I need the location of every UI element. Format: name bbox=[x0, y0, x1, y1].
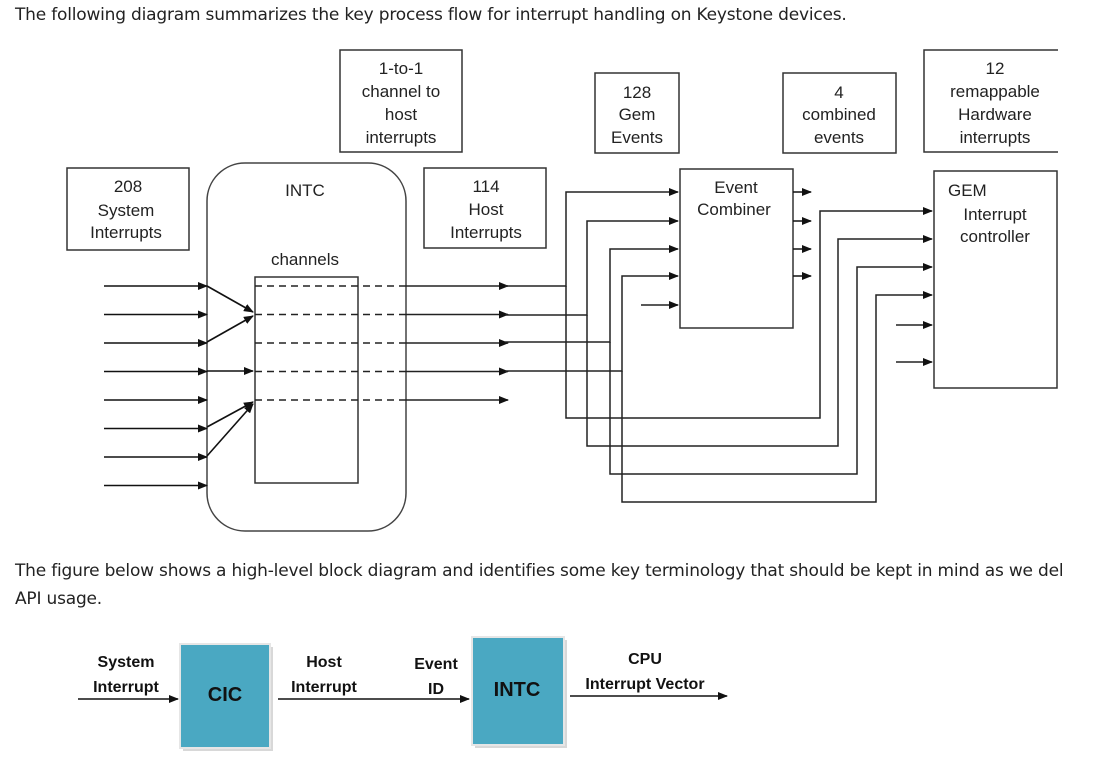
label-line: Gem bbox=[619, 105, 656, 124]
label-line: CPU bbox=[628, 651, 662, 668]
route-line bbox=[621, 291, 933, 503]
label-line: Events bbox=[611, 128, 663, 147]
label-line: System bbox=[98, 201, 155, 220]
label-line: GEM bbox=[948, 181, 987, 200]
label-line: Host bbox=[306, 654, 342, 671]
label-line: Event bbox=[714, 178, 758, 197]
gem-interrupt-controller-block: GEM Interrupt controller bbox=[933, 170, 1058, 389]
system-interrupts-label-box: 208 System Interrupts bbox=[66, 167, 190, 251]
label-line: 1-to-1 bbox=[379, 59, 423, 78]
event-combiner-block: Event Combiner bbox=[679, 168, 794, 329]
channel-mapping-lines bbox=[206, 285, 254, 457]
label-line: Host bbox=[469, 200, 504, 219]
label-line: Interrupt Vector bbox=[585, 676, 704, 693]
label-line: Interrupt bbox=[93, 679, 159, 696]
mapping-line bbox=[206, 285, 254, 313]
route-line bbox=[609, 263, 933, 475]
route-line bbox=[505, 188, 679, 287]
gem-events-label-box: 128 Gem Events bbox=[594, 72, 680, 154]
label-line: ID bbox=[428, 681, 444, 698]
label-line: interrupts bbox=[366, 128, 437, 147]
label-line: controller bbox=[960, 227, 1030, 246]
label-line: Interrupt bbox=[291, 679, 357, 696]
channels-title: channels bbox=[271, 250, 339, 269]
label-line: host bbox=[385, 105, 417, 124]
intc-label: INTC bbox=[494, 679, 541, 701]
figure-intro-paragraph: The figure below shows a high-level bloc… bbox=[15, 557, 1064, 613]
host-interrupt-lines bbox=[255, 282, 509, 404]
cic-label: CIC bbox=[208, 684, 242, 706]
label-line: combined bbox=[802, 105, 876, 124]
intc-block bbox=[471, 636, 565, 746]
label-line: interrupts bbox=[960, 128, 1031, 147]
paragraph-line: The figure below shows a high-level bloc… bbox=[15, 561, 1064, 581]
label-line: Interrupt bbox=[963, 205, 1027, 224]
label-line: remappable bbox=[950, 82, 1040, 101]
label-line: channel to bbox=[362, 82, 440, 101]
terminology-block-diagram: System Interrupt CIC Host Interrupt Even… bbox=[78, 636, 728, 751]
intro-paragraph: The following diagram summarizes the key… bbox=[15, 5, 847, 25]
cic-block bbox=[179, 643, 271, 749]
channel-mapping-label-box: 1-to-1 channel to host interrupts bbox=[339, 49, 463, 153]
channels-box bbox=[254, 276, 359, 484]
label-line: events bbox=[814, 128, 864, 147]
intc-title: INTC bbox=[285, 181, 325, 200]
system-interrupt-inputs bbox=[104, 282, 208, 490]
mapping-line bbox=[206, 403, 254, 457]
label-line: System bbox=[98, 654, 155, 671]
label-line: 114 bbox=[472, 177, 499, 196]
label-line: 4 bbox=[834, 83, 843, 102]
label-line: 208 bbox=[114, 177, 142, 196]
label-line: Combiner bbox=[697, 200, 771, 219]
routing-lines bbox=[505, 188, 933, 503]
combined-events-label-box: 4 combined events bbox=[782, 72, 897, 154]
label-line: 128 bbox=[623, 83, 651, 102]
hw-interrupts-label-box: 12 remappable Hardware interrupts bbox=[923, 49, 1058, 153]
mapping-line bbox=[206, 401, 254, 428]
label-line: Event bbox=[414, 656, 458, 673]
route-line bbox=[505, 245, 679, 343]
label-line: Hardware bbox=[958, 105, 1032, 124]
route-line bbox=[586, 235, 933, 447]
route-line bbox=[565, 207, 933, 419]
host-interrupts-label-box: 114 Host Interrupts bbox=[423, 167, 547, 249]
label-line: 12 bbox=[986, 59, 1005, 78]
paragraph-line: API usage. bbox=[15, 589, 103, 609]
route-line bbox=[505, 217, 679, 316]
mapping-line bbox=[206, 315, 254, 343]
event-combiner-outputs bbox=[793, 188, 812, 280]
route-line bbox=[505, 272, 679, 372]
label-line: Interrupts bbox=[450, 223, 522, 242]
intc-block: INTC channels bbox=[206, 162, 407, 532]
label-line: Interrupts bbox=[90, 223, 162, 242]
